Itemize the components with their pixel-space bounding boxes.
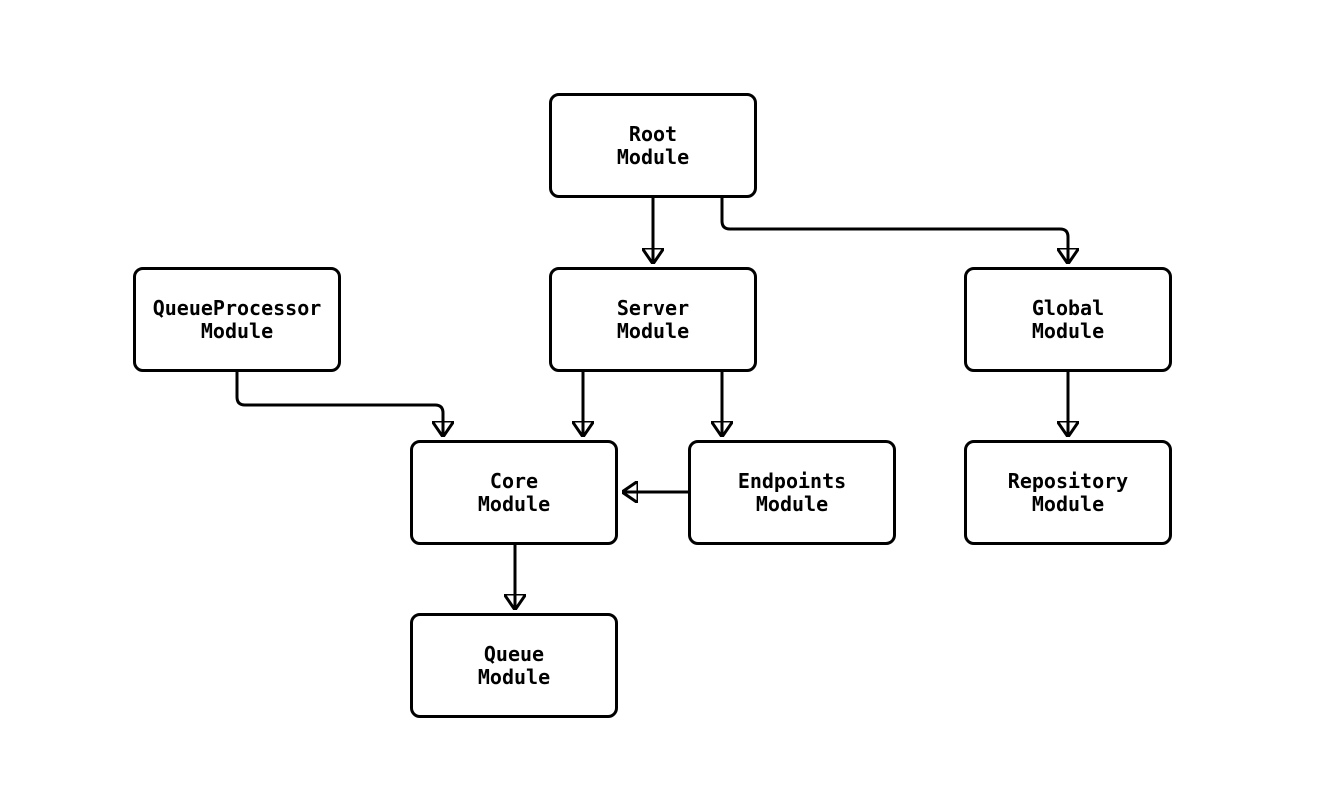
node-global-module: Global Module xyxy=(964,267,1172,372)
node-server-module: Server Module xyxy=(549,267,757,372)
node-core-module: Core Module xyxy=(410,440,618,545)
edge-root-global xyxy=(720,198,1068,264)
node-queueprocessor-module: QueueProcessor Module xyxy=(133,267,341,372)
node-label: Queue Module xyxy=(477,641,551,689)
node-label: Endpoints Module xyxy=(737,468,847,516)
node-label: QueueProcessor Module xyxy=(152,295,322,343)
node-label: Root Module xyxy=(616,121,690,169)
node-repository-module: Repository Module xyxy=(964,440,1172,545)
node-label: Repository Module xyxy=(1007,468,1129,516)
node-label: Core Module xyxy=(477,468,551,516)
node-queue-module: Queue Module xyxy=(410,613,618,718)
node-label: Global Module xyxy=(1031,295,1105,343)
node-endpoints-module: Endpoints Module xyxy=(688,440,896,545)
node-label: Server Module xyxy=(616,295,690,343)
edge-queueprocessor-core xyxy=(235,372,443,437)
node-root-module: Root Module xyxy=(549,93,757,198)
